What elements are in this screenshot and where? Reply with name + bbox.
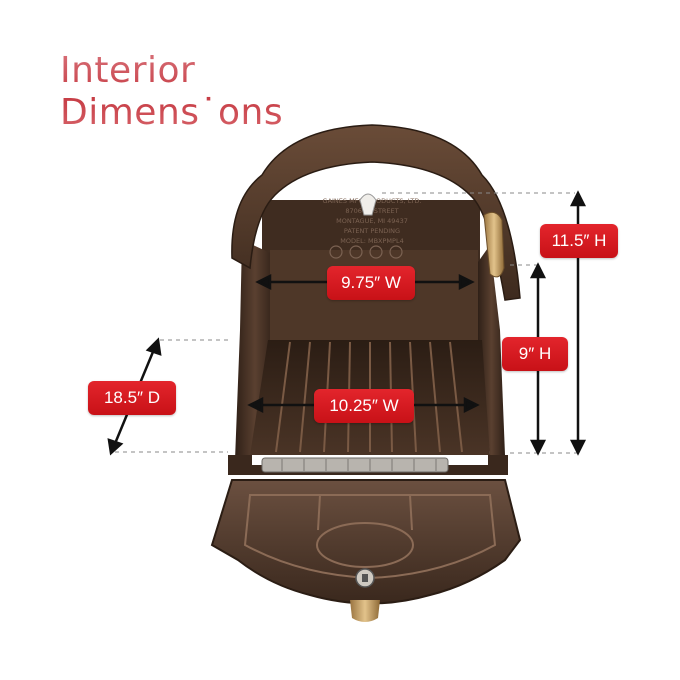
plate-line-4: PATENT PENDING <box>344 227 400 235</box>
width-top-badge: 9.75″ W <box>327 266 415 300</box>
height-total-badge: 11.5″ H <box>540 224 618 258</box>
guide-lines <box>115 192 582 454</box>
hinge <box>261 457 449 473</box>
door-oval <box>316 522 414 568</box>
left-wall <box>235 240 275 460</box>
recycle-icons <box>329 245 403 259</box>
plate-line-3: MONTAGUE, MI 49437 <box>336 217 408 225</box>
depth-badge: 18.5″ D <box>88 381 176 415</box>
brass-flag <box>483 211 505 278</box>
brass-knob <box>350 600 380 622</box>
height-interior-badge: 9″ H <box>502 337 568 371</box>
roof-clip <box>359 193 377 216</box>
width-bottom-badge: 10.25″ W <box>314 389 414 423</box>
plate-line-5: MODEL: MBXPMPL4 <box>340 237 403 245</box>
mailbox-roof <box>231 124 521 301</box>
